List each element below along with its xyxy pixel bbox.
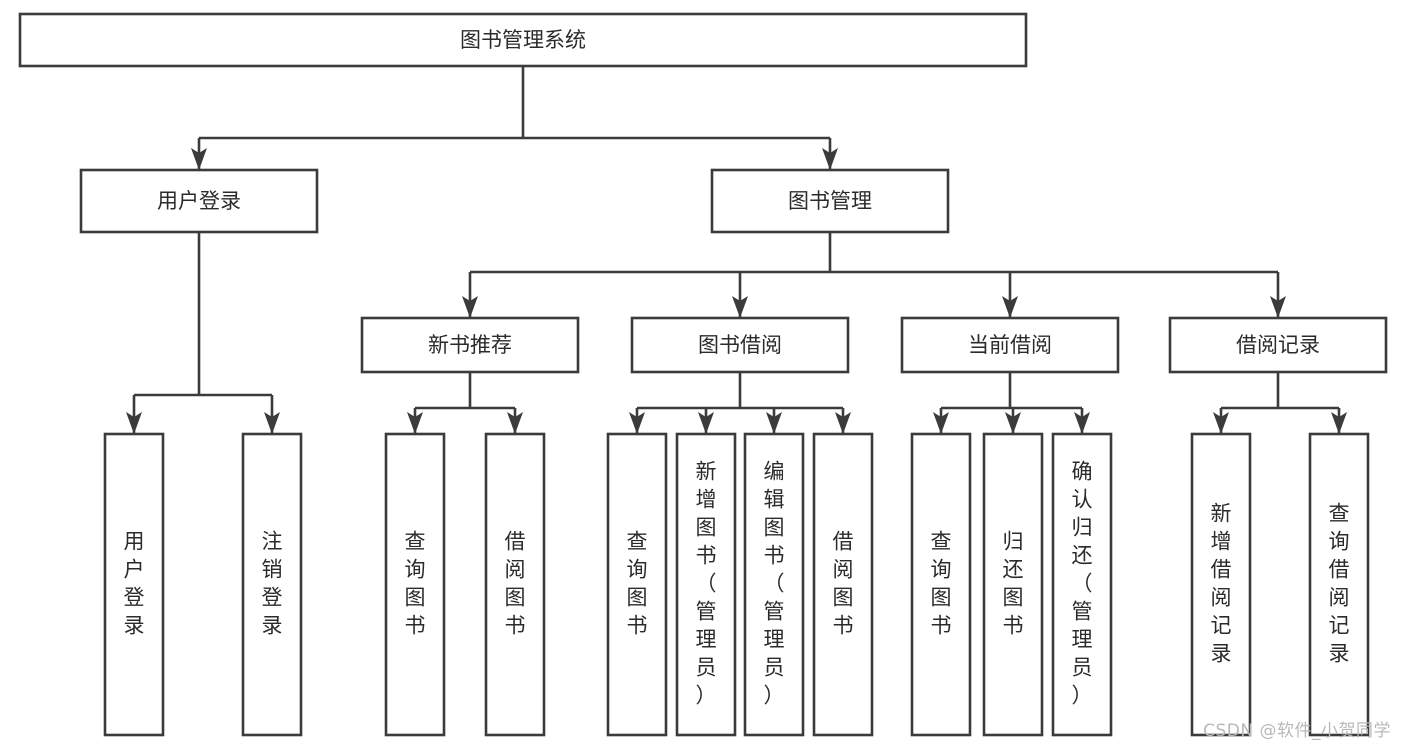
node-box-leaf-add-book-admin[interactable] <box>675 432 737 737</box>
node-box-leaf-add-borrow-record[interactable] <box>1190 432 1252 737</box>
node-label-leaf-query-book-rec: 查询图书 <box>405 530 426 638</box>
node-label-root: 图书管理系统 <box>460 28 586 52</box>
node-label-leaf-user-login: 用户登录 <box>124 530 145 638</box>
node-label-borrow-record: 借阅记录 <box>1236 333 1320 357</box>
node-label-leaf-return-book: 归还图书 <box>1003 530 1024 638</box>
node-leaf-user-logout[interactable]: 注销登录 <box>241 432 303 737</box>
node-label-leaf-query-borrow-record: 查询借阅记录 <box>1329 502 1350 666</box>
node-leaf-add-borrow-record[interactable]: 新增借阅记录 <box>1190 432 1252 737</box>
node-label-leaf-add-book-admin: 新增图书（管理员） <box>696 460 717 708</box>
node-label-leaf-confirm-return-admin: 确认归还（管理员） <box>1072 460 1093 708</box>
node-label-leaf-add-borrow-record: 新增借阅记录 <box>1211 502 1232 666</box>
node-leaf-query-book-current[interactable]: 查询图书 <box>910 432 972 737</box>
node-box-leaf-borrow-book-rec[interactable] <box>484 432 546 737</box>
node-label-leaf-query-book-current: 查询图书 <box>931 530 952 638</box>
node-leaf-borrow-book-rec[interactable]: 借阅图书 <box>484 432 546 737</box>
node-box-leaf-query-borrow-record[interactable] <box>1308 432 1370 737</box>
node-root[interactable]: 图书管理系统 <box>18 12 1028 68</box>
node-leaf-query-book-borrow[interactable]: 查询图书 <box>606 432 668 737</box>
node-user-login[interactable]: 用户登录 <box>79 168 319 234</box>
node-book-borrow[interactable]: 图书借阅 <box>630 316 850 374</box>
node-leaf-confirm-return-admin[interactable]: 确认归还（管理员） <box>1051 432 1113 737</box>
node-box-leaf-confirm-return-admin[interactable] <box>1051 432 1113 737</box>
node-box-book-borrow[interactable] <box>630 316 850 374</box>
node-leaf-borrow-book[interactable]: 借阅图书 <box>812 432 874 737</box>
node-box-leaf-query-book-borrow[interactable] <box>606 432 668 737</box>
node-label-leaf-user-logout: 注销登录 <box>262 530 283 638</box>
node-label-book-manage: 图书管理 <box>788 189 872 213</box>
node-borrow-record[interactable]: 借阅记录 <box>1168 316 1388 374</box>
node-book-manage[interactable]: 图书管理 <box>710 168 950 234</box>
node-box-borrow-record[interactable] <box>1168 316 1388 374</box>
node-box-leaf-query-book-current[interactable] <box>910 432 972 737</box>
node-leaf-query-book-rec[interactable]: 查询图书 <box>384 432 446 737</box>
node-box-current-borrow[interactable] <box>900 316 1120 374</box>
node-current-borrow[interactable]: 当前借阅 <box>900 316 1120 374</box>
node-box-leaf-user-login[interactable] <box>103 432 165 737</box>
node-box-root[interactable] <box>18 12 1028 68</box>
node-box-leaf-query-book-rec[interactable] <box>384 432 446 737</box>
node-leaf-add-book-admin[interactable]: 新增图书（管理员） <box>675 432 737 737</box>
node-new-book-rec[interactable]: 新书推荐 <box>360 316 580 374</box>
node-label-leaf-borrow-book-rec: 借阅图书 <box>505 530 526 638</box>
node-box-user-login[interactable] <box>79 168 319 234</box>
node-leaf-user-login[interactable]: 用户登录 <box>103 432 165 737</box>
node-label-leaf-edit-book-admin: 编辑图书（管理员） <box>764 460 785 708</box>
node-leaf-edit-book-admin[interactable]: 编辑图书（管理员） <box>743 432 805 737</box>
node-label-leaf-query-book-borrow: 查询图书 <box>627 530 648 638</box>
node-box-leaf-edit-book-admin[interactable] <box>743 432 805 737</box>
node-box-leaf-user-logout[interactable] <box>241 432 303 737</box>
node-box-book-manage[interactable] <box>710 168 950 234</box>
node-label-book-borrow: 图书借阅 <box>698 333 782 357</box>
node-box-leaf-return-book[interactable] <box>982 432 1044 737</box>
connectors-layer <box>126 66 1347 434</box>
node-label-new-book-rec: 新书推荐 <box>428 333 512 357</box>
node-leaf-return-book[interactable]: 归还图书 <box>982 432 1044 737</box>
nodes-layer: 图书管理系统用户登录图书管理新书推荐图书借阅当前借阅借阅记录用户登录注销登录查询… <box>18 12 1388 737</box>
node-box-new-book-rec[interactable] <box>360 316 580 374</box>
node-leaf-query-borrow-record[interactable]: 查询借阅记录 <box>1308 432 1370 737</box>
node-box-leaf-borrow-book[interactable] <box>812 432 874 737</box>
node-label-leaf-borrow-book: 借阅图书 <box>833 530 854 638</box>
node-label-user-login: 用户登录 <box>157 189 241 213</box>
node-label-current-borrow: 当前借阅 <box>968 333 1052 357</box>
